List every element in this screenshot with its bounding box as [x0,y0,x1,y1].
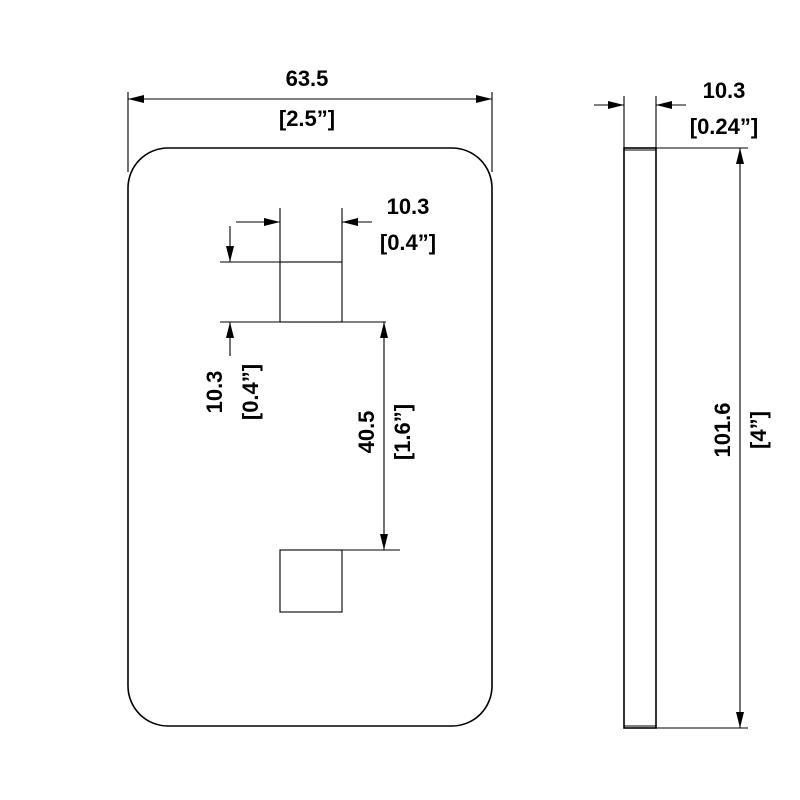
slot-spacing-inch: [1.6”] [390,404,415,460]
side-thickness-inch: [0.24”] [690,114,758,139]
slot-offset-inch: [0.4”] [238,364,263,420]
plate-side-outline [623,147,657,729]
overall-width-inch: [2.5”] [279,106,335,131]
overall-width-dimension: 63.5 [2.5”] [127,66,493,172]
side-thickness-dimension: 10.3 [0.24”] [594,78,758,148]
overall-height-inch: [4”] [746,411,771,449]
slot-spacing-mm: 40.5 [354,411,379,454]
slot-width-mm: 10.3 [387,194,430,219]
upper-slot [279,261,343,323]
overall-height-mm: 101.6 [710,402,735,457]
overall-height-dimension: 101.6 [4”] [656,147,771,729]
lower-slot [279,549,343,613]
overall-width-mm: 63.5 [286,66,329,91]
slot-width-inch: [0.4”] [380,230,436,255]
plate-front-outline [127,147,493,727]
slot-offset-dimension: 10.3 [0.4”] [202,226,386,420]
slot-spacing-dimension: 40.5 [1.6”] [342,322,415,551]
slot-offset-mm: 10.3 [202,371,227,414]
slot-width-dimension: 10.3 [0.4”] [236,194,436,262]
side-thickness-mm: 10.3 [703,78,746,103]
